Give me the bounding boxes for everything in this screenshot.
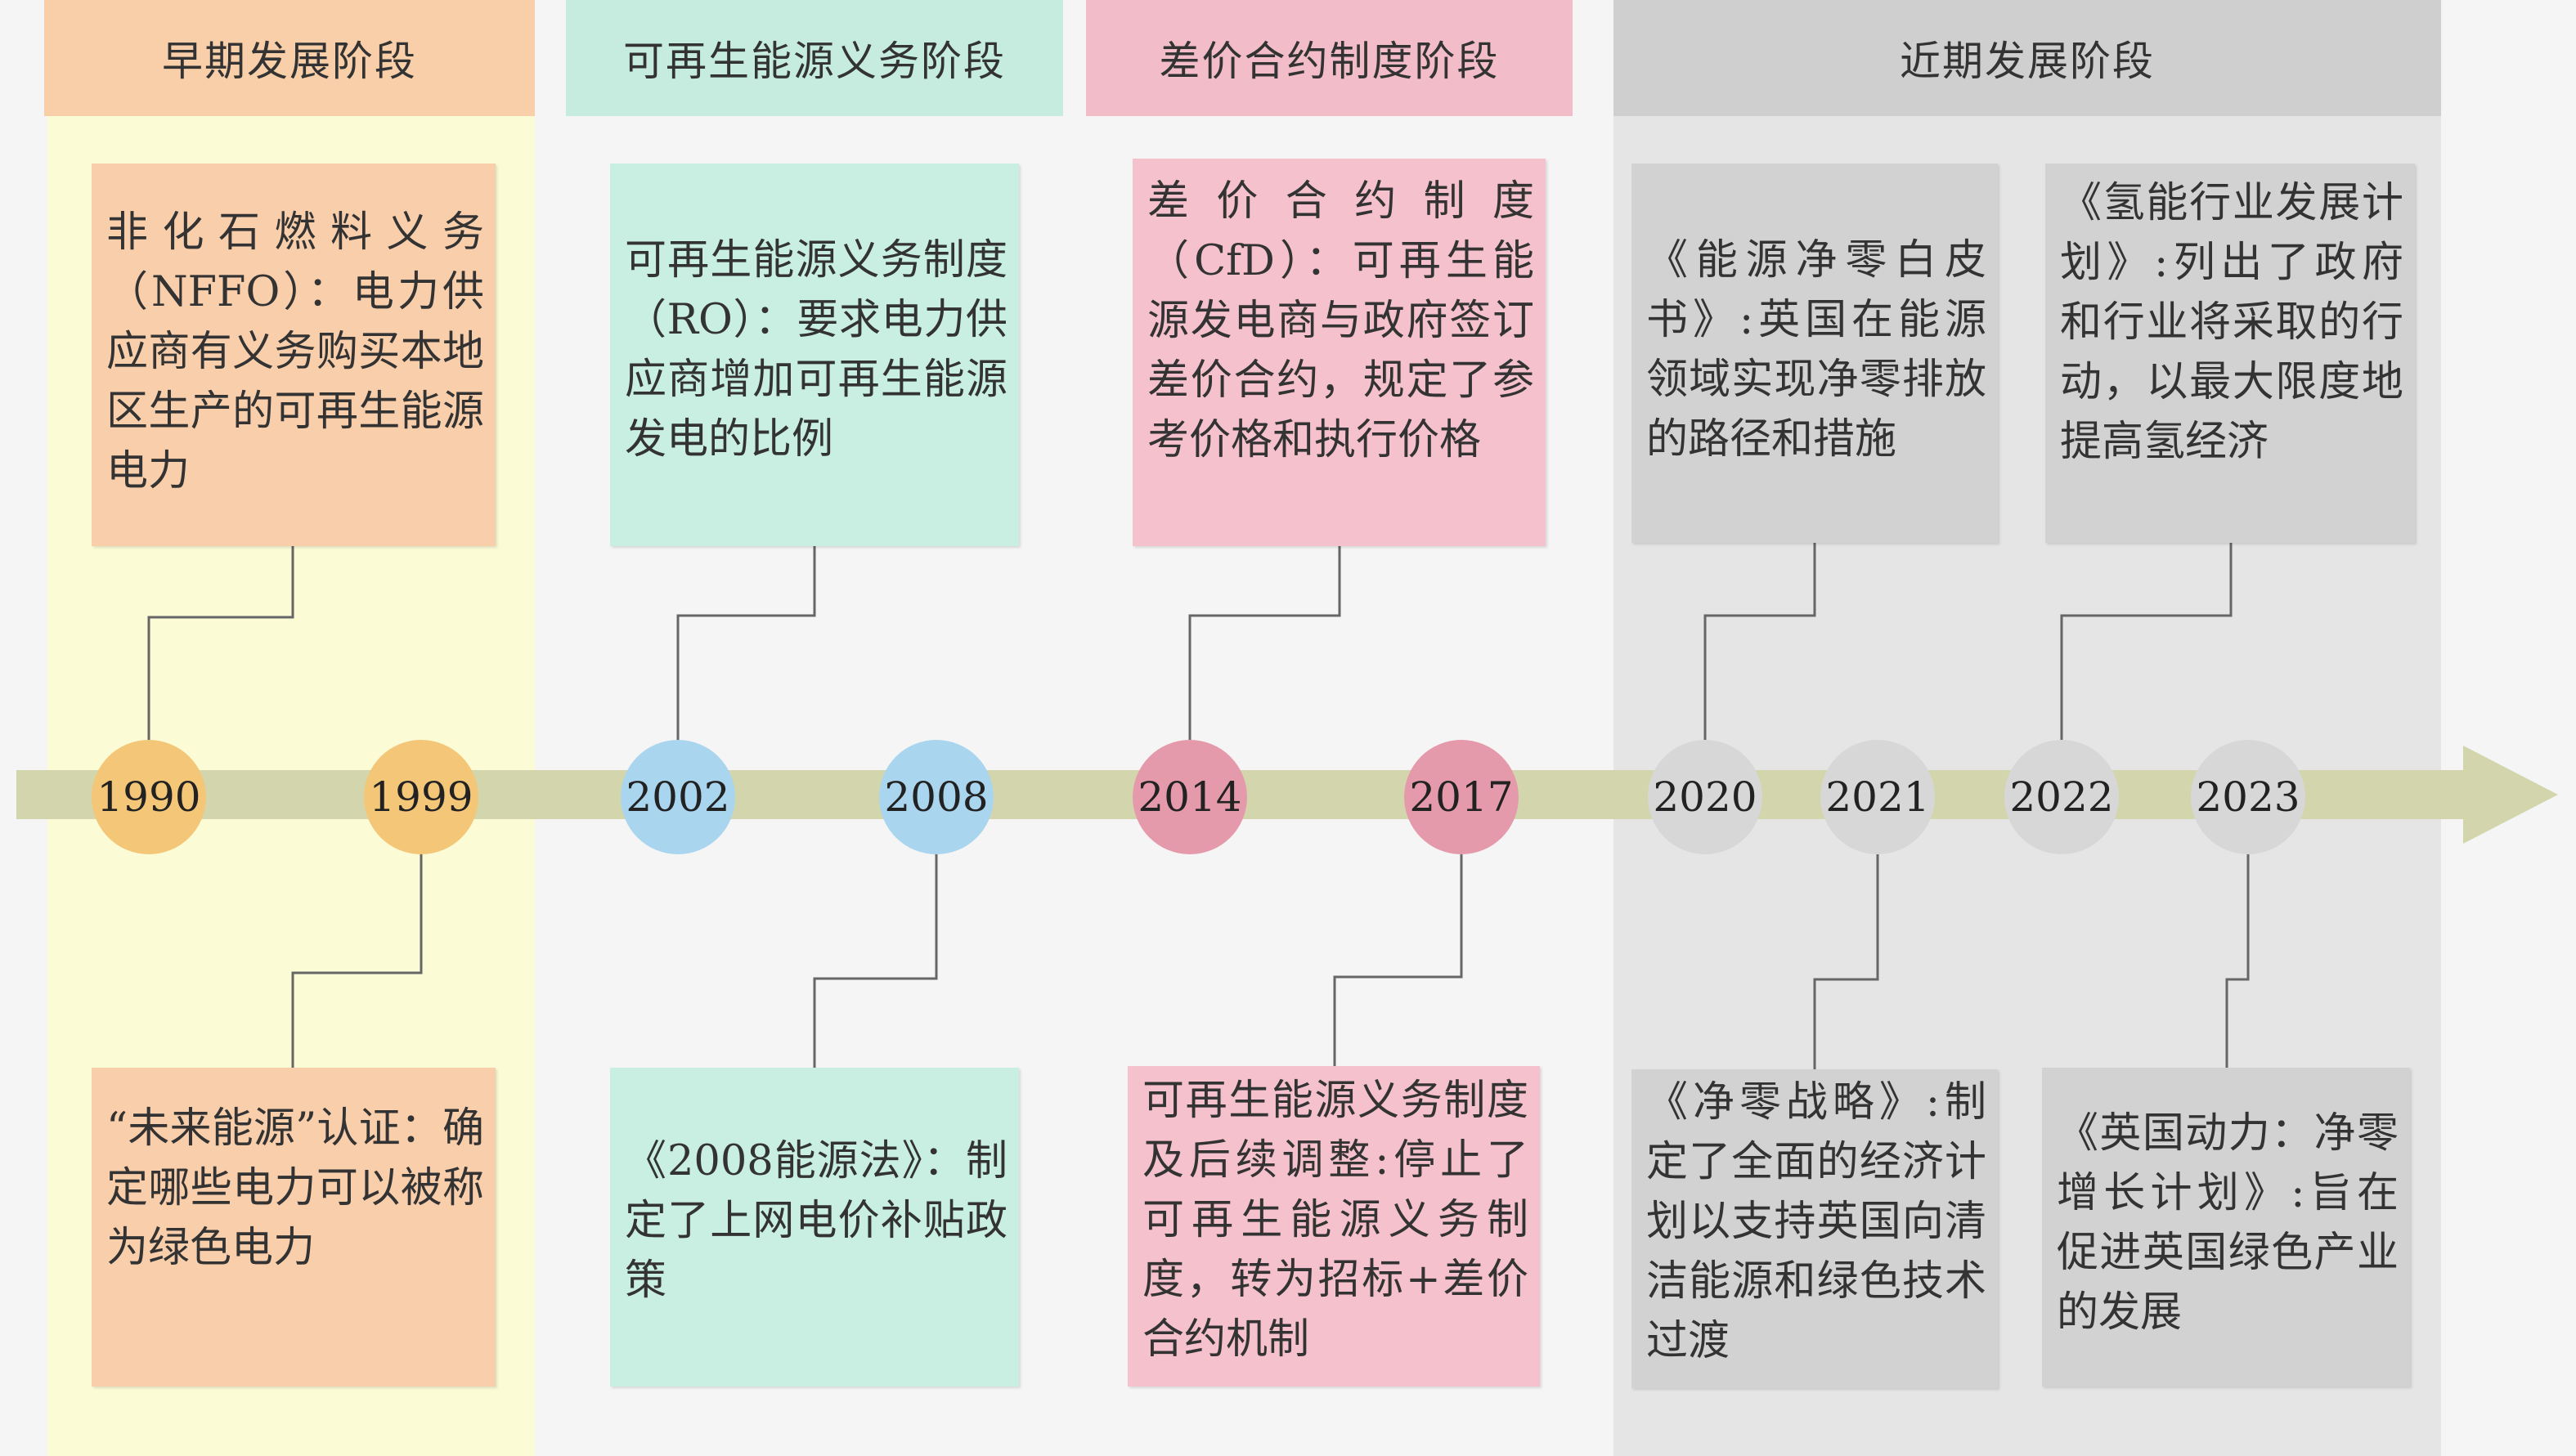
event-box-2023: 《英国动力：净零增长计划》:旨在促进英国绿色产业的发展 <box>2042 1068 2410 1387</box>
year-node-2014: 2014 <box>1133 740 1247 854</box>
year-node-2008: 2008 <box>879 740 994 854</box>
event-box-2021: 《净零战略》:制定了全面的经济计划以支持英国向清洁能源和绿色技术过渡 <box>1631 1069 1998 1388</box>
timeline-arrowhead <box>2463 746 2558 844</box>
connector-2008 <box>813 854 938 1068</box>
connector-2002 <box>676 546 816 740</box>
year-node-1999: 1999 <box>364 740 478 854</box>
event-box-2020: 《能源净零白皮书》:英国在能源领域实现净零排放的路径和措施 <box>1631 164 1998 543</box>
event-box-2022: 《氢能行业发展计划》:列出了政府和行业将采取的行动，以最大限度地提高氢经济 <box>2045 164 2415 543</box>
event-box-2017: 可再生能源义务制度及后续调整:停止了可再生能源义务制度，转为招标+差价合约机制 <box>1128 1066 1540 1387</box>
event-box-2014: 差价合约制度（CfD）：可再生能源发电商与政府签订差价合约，规定了参考价格和执行… <box>1133 159 1546 546</box>
year-node-2021: 2021 <box>1820 740 1935 854</box>
phase-header-cfd: 差价合约制度阶段 <box>1086 0 1573 116</box>
event-box-1999: “未来能源”认证：确定哪些电力可以被称为绿色电力 <box>92 1068 496 1387</box>
phase-header-recent: 近期发展阶段 <box>1613 0 2441 116</box>
year-node-2020: 2020 <box>1648 740 1762 854</box>
year-node-2002: 2002 <box>621 740 735 854</box>
event-box-1990: 非化石燃料义务（NFFO）：电力供应商有义务购买本地区生产的可再生能源电力 <box>92 164 496 546</box>
year-node-2017: 2017 <box>1404 740 1519 854</box>
event-box-2002: 可再生能源义务制度（RO）：要求电力供应商增加可再生能源发电的比例 <box>610 164 1019 546</box>
phase-header-early: 早期发展阶段 <box>44 0 535 116</box>
connector-2014 <box>1188 546 1341 740</box>
connector-2017 <box>1333 854 1463 1066</box>
phase-header-ro: 可再生能源义务阶段 <box>566 0 1063 116</box>
year-node-2023: 2023 <box>2191 740 2305 854</box>
event-box-2008: 《2008能源法》：制定了上网电价补贴政策 <box>610 1068 1019 1387</box>
year-node-2022: 2022 <box>2004 740 2119 854</box>
year-node-1990: 1990 <box>92 740 206 854</box>
